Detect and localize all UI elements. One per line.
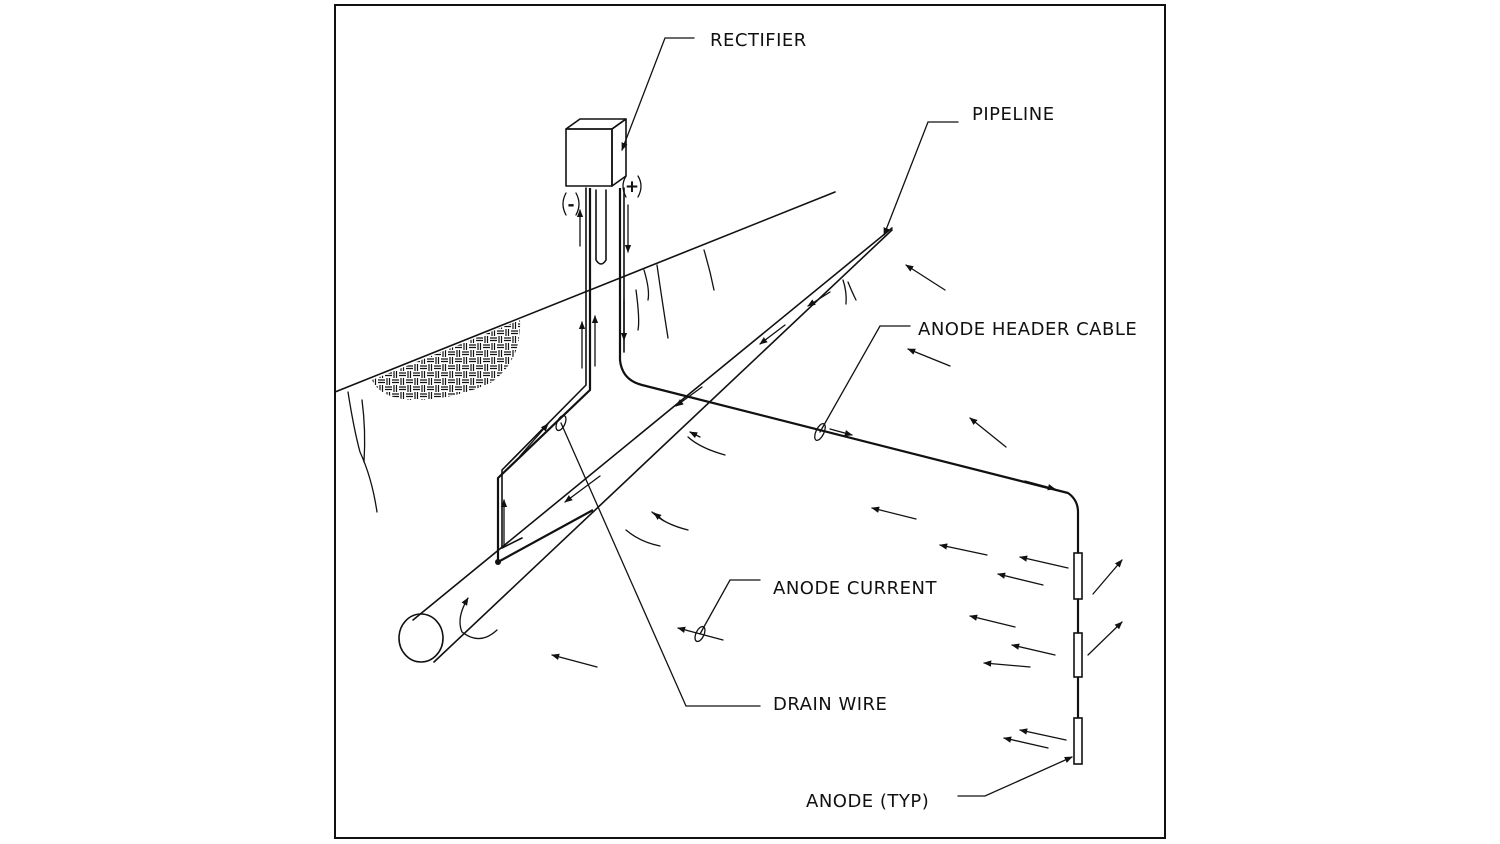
anode-2 xyxy=(1073,632,1083,678)
soil-crack-marks xyxy=(347,249,847,513)
ground-surface-line xyxy=(335,191,836,393)
label-anode-header-cable: ANODE HEADER CABLE xyxy=(918,319,1137,340)
label-pipeline: PIPELINE xyxy=(972,104,1055,125)
negative-polarity-text: - xyxy=(567,195,574,215)
drain-wire-callout-loop xyxy=(555,414,567,432)
anode-header-cable xyxy=(618,188,1080,555)
label-anode-typ: ANODE (TYP) xyxy=(806,791,929,812)
rectifier-lead-loop xyxy=(595,189,607,265)
label-drain-wire: DRAIN WIRE xyxy=(773,694,887,715)
drain-wire-conductor-inner xyxy=(501,187,587,549)
drain-wire-bond xyxy=(495,559,501,565)
anode-header-callout-loop xyxy=(814,423,826,441)
anode-3 xyxy=(1073,717,1083,765)
anode-1 xyxy=(1073,552,1083,600)
conductor-current-arrows xyxy=(500,204,1056,546)
leader-lines xyxy=(560,37,1073,797)
anode-current-arrows xyxy=(551,264,1123,749)
drain-wire-conductor xyxy=(496,188,594,564)
soil-current-arcs xyxy=(625,281,857,547)
positive-polarity-text: + xyxy=(625,177,639,197)
label-anode-current: ANODE CURRENT xyxy=(773,578,937,599)
label-rectifier: RECTIFIER xyxy=(710,30,807,51)
pipe-current-curl-arrow xyxy=(459,597,498,640)
anode-string xyxy=(1073,552,1083,765)
positive-terminal-mark: + xyxy=(622,175,642,198)
diagram-frame xyxy=(334,4,1166,839)
soil-hatch xyxy=(372,320,521,400)
negative-terminal-mark: - xyxy=(562,192,580,216)
